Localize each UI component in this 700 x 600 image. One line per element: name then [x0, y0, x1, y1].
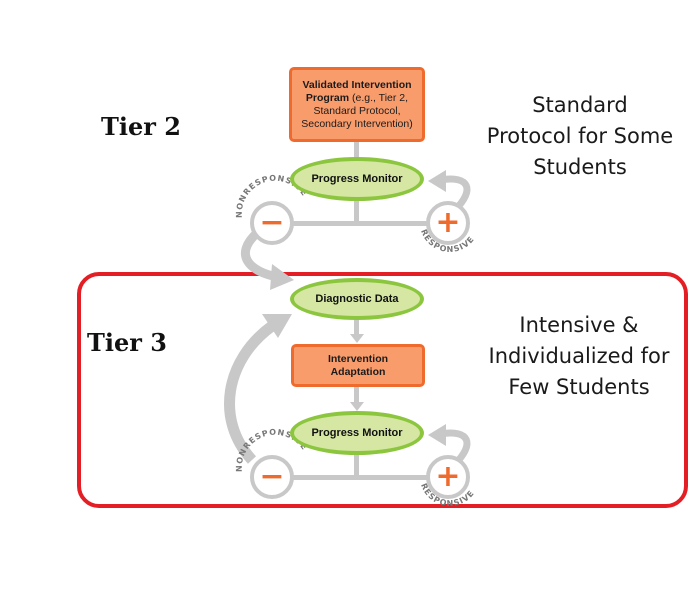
validated-intervention-program-box: Validated Intervention Program (e.g., Ti… [289, 67, 425, 142]
program-box-line2: Program (e.g., Tier 2, [306, 92, 408, 105]
tier3-description: Intensive & Individualized for Few Stude… [468, 310, 690, 403]
adaptation-line2: Adaptation [330, 365, 386, 378]
tier3-description-line: Individualized for [488, 344, 670, 368]
program-box-title: Validated Intervention [302, 78, 412, 91]
tier2-description-line: Students [533, 155, 627, 179]
minus-icon: − [259, 459, 285, 494]
tier3-description-line: Few Students [508, 375, 650, 399]
tier3-nonresponsive-arrow [224, 321, 276, 464]
tier2-plus-node: + [426, 201, 470, 245]
minus-icon: − [259, 205, 285, 240]
tier3-arrowhead-adaptation [350, 334, 364, 343]
tier3-progress-monitor: Progress Monitor [290, 411, 424, 455]
tier2-nonresponsive-arrowhead [270, 264, 294, 290]
adaptation-line1: Intervention [327, 352, 389, 365]
program-box-line2-rest: (e.g., Tier 2, [349, 91, 409, 104]
tier3-link-monitor-bar [354, 453, 359, 478]
plus-icon: + [435, 459, 461, 494]
tier2-decision-bar [270, 221, 450, 226]
tier2-description: Standard Protocol for Some Students [470, 90, 690, 183]
tier3-nonresponsive-arrowhead [262, 314, 292, 338]
tier3-arrowhead-monitor [350, 402, 364, 411]
tier3-link-diagnostic-adaptation [354, 318, 359, 336]
plus-icon: + [435, 205, 461, 240]
tier2-progress-monitor: Progress Monitor [290, 157, 424, 201]
tier2-responsive-arrowhead [428, 170, 446, 192]
tier3-description-line: Intensive & [519, 313, 639, 337]
tier3-decision-bar [270, 475, 450, 480]
tier3-plus-node: + [426, 455, 470, 499]
diagnostic-data: Diagnostic Data [290, 278, 424, 320]
tier2-link-monitor-bar [354, 198, 359, 224]
tier3-label: Tier 3 [87, 328, 167, 357]
program-box-line4: Secondary Intervention) [301, 117, 413, 130]
tier3-minus-node: − [250, 455, 294, 499]
tier2-minus-node: − [250, 201, 294, 245]
tier2-nonresponsive-arrow [241, 228, 279, 282]
tier2-description-line: Standard [532, 93, 628, 117]
tier3-frame [77, 272, 688, 508]
tier3-responsive-arrowhead [428, 424, 446, 446]
tier2-label: Tier 2 [101, 112, 181, 141]
program-box-line2-bold: Program [305, 91, 350, 104]
intervention-adaptation-box: Intervention Adaptation [291, 344, 425, 387]
tier2-link-program-monitor [354, 140, 359, 160]
tier3-link-adaptation-monitor [354, 386, 359, 404]
program-box-line3: Standard Protocol, [313, 104, 401, 117]
tier2-description-line: Protocol for Some [486, 124, 674, 148]
